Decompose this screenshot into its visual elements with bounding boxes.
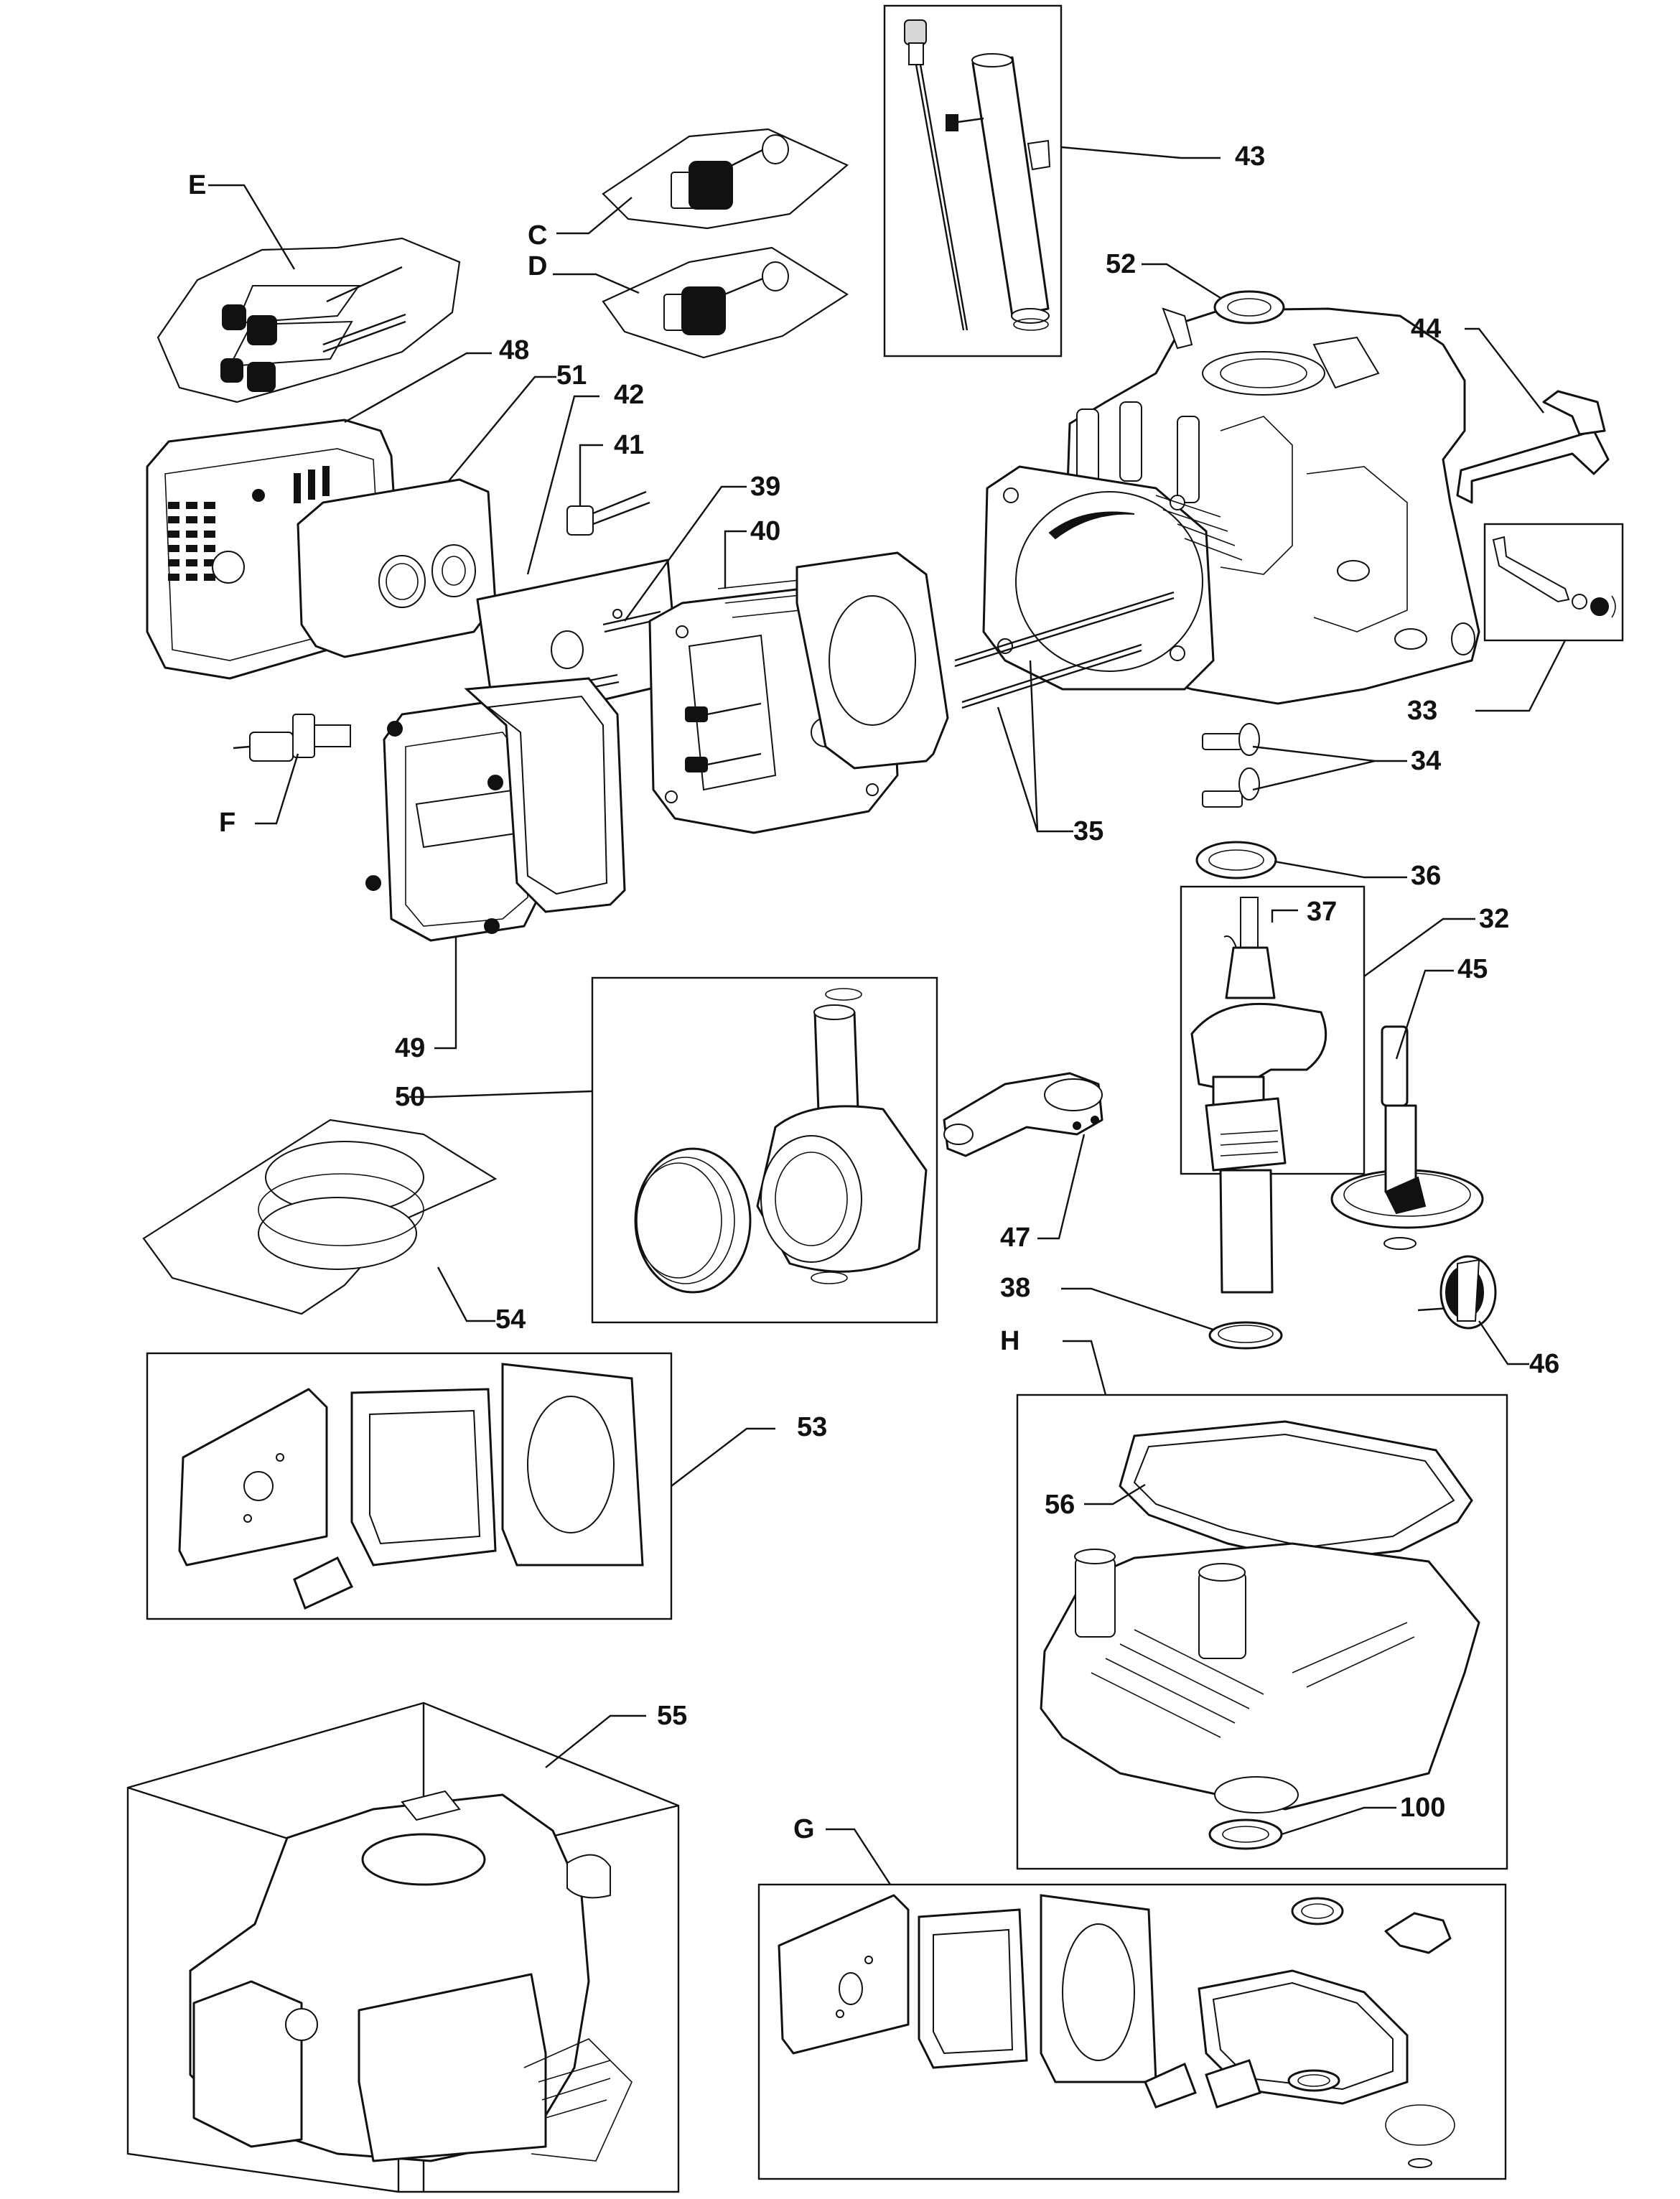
- label-52: 52: [1106, 249, 1136, 279]
- label-32: 40: [750, 516, 780, 546]
- label-47: 35: [1073, 816, 1103, 846]
- label-54: 46: [1529, 1349, 1559, 1379]
- label-41: 45: [1457, 954, 1488, 984]
- label-45: 33: [1407, 696, 1437, 726]
- valve-cover-gasket: [464, 677, 626, 913]
- label-51: 37: [1307, 897, 1337, 927]
- label-55: 100: [1400, 1793, 1445, 1823]
- piston-kit-40: [591, 976, 938, 1324]
- label-35: 42: [614, 380, 644, 410]
- label-56: 56: [1045, 1490, 1075, 1520]
- label-43: 43: [1235, 141, 1265, 172]
- label-E: E: [188, 170, 206, 200]
- label-48: 36: [1411, 861, 1441, 891]
- label-53: H: [1000, 1326, 1019, 1356]
- label-40: 50: [395, 1082, 425, 1112]
- label-33: 48: [499, 335, 529, 365]
- valve-kit-C: [602, 128, 849, 230]
- valve-kit-D: [602, 246, 849, 359]
- label-100: 55: [657, 1701, 687, 1731]
- muffler-34: [297, 478, 497, 658]
- governor-lever-45: [1483, 523, 1624, 642]
- head-gasket: [795, 551, 949, 770]
- spark-plug-38: [233, 714, 351, 762]
- governor-54: [1417, 1255, 1497, 1330]
- oil-seal-55: [1208, 1819, 1283, 1850]
- label-39: 49: [395, 1033, 425, 1063]
- label-G: G: [793, 1814, 815, 1844]
- washer-50: [1208, 1321, 1283, 1350]
- fastener-bag-E: [157, 237, 461, 403]
- label-36: 41: [614, 430, 644, 460]
- crankcase-cover-53: [1016, 1393, 1508, 1870]
- oil-seal-52: [1213, 290, 1285, 325]
- label-C: C: [528, 220, 547, 251]
- label-38: F: [219, 808, 235, 838]
- pushrods-47: [954, 591, 1175, 709]
- label-49: 47: [1000, 1223, 1030, 1253]
- label-44: 44: [1411, 314, 1441, 344]
- label-34: 51: [556, 360, 587, 391]
- label-50: 38: [1000, 1273, 1030, 1303]
- camshaft-41: [1330, 1025, 1484, 1250]
- complete-engine-100: [126, 1701, 680, 2193]
- label-D: D: [528, 251, 547, 281]
- label-37: 39: [750, 472, 780, 502]
- valve-cover-39: [365, 699, 547, 942]
- label-46: 34: [1411, 746, 1441, 776]
- piston-rings-F: [142, 1119, 498, 1315]
- gasket-kit-H: [146, 1352, 673, 1620]
- label-F: 54: [495, 1304, 526, 1335]
- bearing-48: [1195, 841, 1277, 879]
- label-H: 53: [797, 1412, 827, 1442]
- crankcase: [982, 307, 1480, 705]
- connecting-rod-49: [943, 1072, 1103, 1157]
- dipstick-kit: [883, 4, 1063, 358]
- gasket-kit-G: [757, 1883, 1507, 2180]
- label-42: 32: [1479, 904, 1509, 934]
- breather-tube-44: [1456, 390, 1610, 504]
- bolt-36: [566, 490, 650, 536]
- plugs-46: [1202, 723, 1260, 808]
- crankshaft-42: [1180, 885, 1366, 1294]
